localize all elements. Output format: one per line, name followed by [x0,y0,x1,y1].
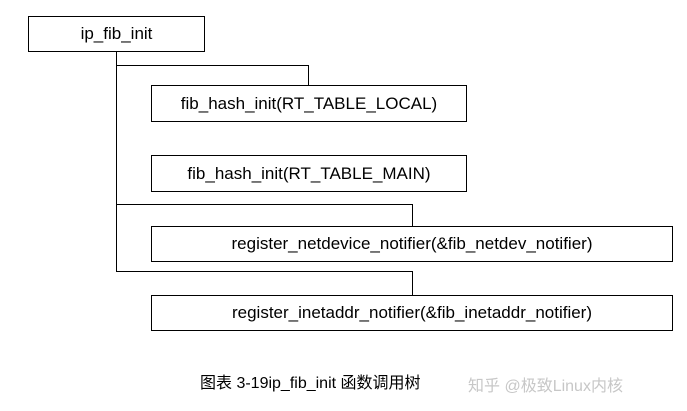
child-node-fib-hash-init-main: fib_hash_init(RT_TABLE_MAIN) [151,155,467,192]
figure-caption: 图表 3-19ip_fib_init 函数调用树 [200,375,421,392]
child-node-register-netdevice-notifier: register_netdevice_notifier(&fib_netdev_… [151,226,673,262]
connector-4-horizontal [116,271,413,272]
root-node-ip-fib-init: ip_fib_init [28,16,205,52]
connector-3-vertical [412,204,413,228]
watermark: 知乎 @极致Linux内核 [468,378,623,395]
connector-3-horizontal [116,204,413,205]
connector-4-vertical [412,271,413,295]
child-node-register-inetaddr-notifier: register_inetaddr_notifier(&fib_inetaddr… [151,295,673,331]
child-node-fib-hash-init-local: fib_hash_init(RT_TABLE_LOCAL) [151,85,467,122]
trunk-line [116,51,117,272]
connector-1-vertical [308,65,309,90]
connector-1-horizontal [116,65,309,66]
